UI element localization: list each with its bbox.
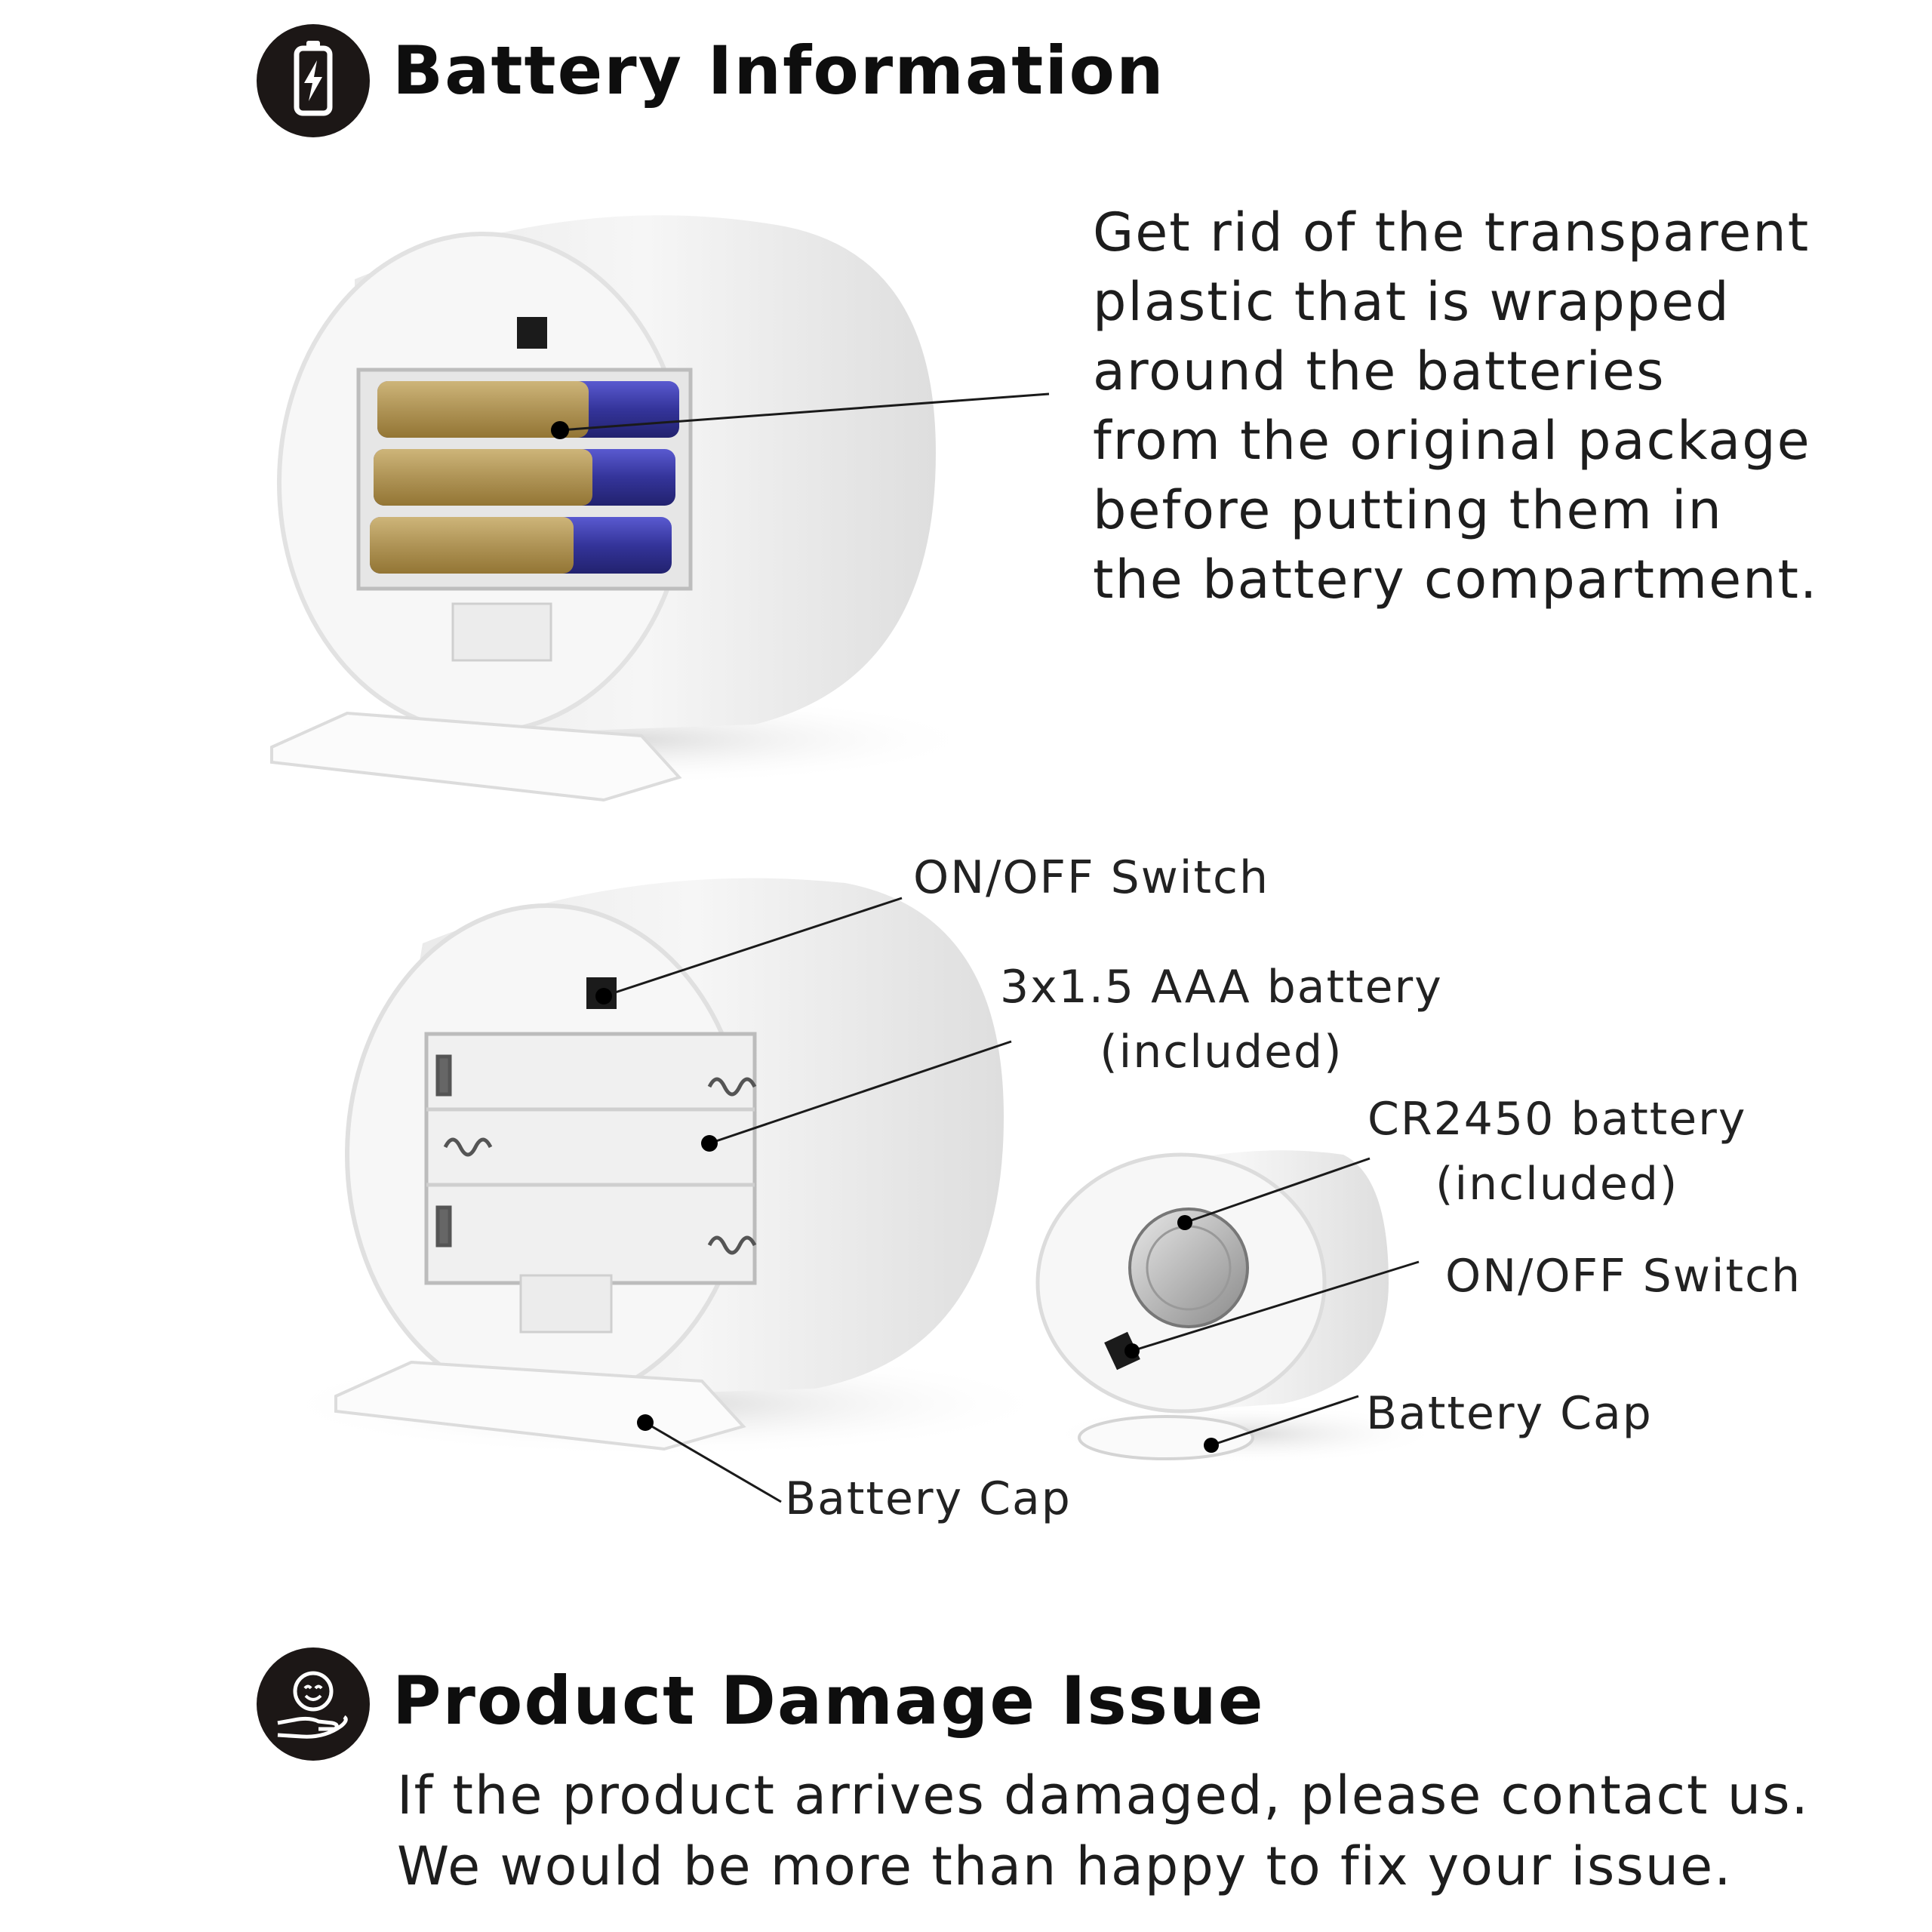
aaa-battery-label: 3x1.5 AAA battery (included): [1000, 955, 1443, 1084]
candle-empty-compartment: [272, 878, 1057, 1503]
instruction-line: plastic that is wrapped: [1093, 271, 1730, 333]
small-cap-label: Battery Cap: [1366, 1381, 1653, 1446]
instruction-line: the battery compartment.: [1093, 549, 1819, 611]
battery-icon-badge: [257, 24, 370, 137]
instruction-line: Get rid of the transparent: [1093, 202, 1810, 263]
battery-springs: [435, 1054, 757, 1255]
damage-line: If the product arrives damaged, please c…: [397, 1764, 1810, 1826]
hand-smile-icon: [277, 1671, 348, 1739]
small-switch-label: ON/OFF Switch: [1445, 1244, 1801, 1309]
large-switch-label: ON/OFF Switch: [913, 845, 1269, 910]
candle-with-batteries: [257, 215, 1050, 802]
cr-battery-label: CR2450 battery (included): [1367, 1087, 1746, 1217]
battery-icon: [294, 41, 333, 116]
small-cap-text: Battery Cap: [1366, 1387, 1653, 1440]
damage-line: We would be more than happy to fix your …: [397, 1835, 1733, 1897]
instruction-line: before putting them in: [1093, 479, 1723, 541]
aaa-battery-included: (included): [1100, 1026, 1343, 1078]
damage-message: If the product arrives damaged, please c…: [397, 1760, 1810, 1902]
aaa-battery-text: 3x1.5 AAA battery: [1000, 961, 1443, 1014]
damage-icon-badge: [257, 1647, 370, 1761]
cr-battery-included: (included): [1435, 1158, 1679, 1211]
large-cap-text: Battery Cap: [785, 1472, 1072, 1525]
large-cap-label: Battery Cap: [785, 1466, 1072, 1531]
battery-section-title: Battery Information: [392, 32, 1165, 109]
aaa-batteries: [370, 381, 679, 574]
large-switch-text: ON/OFF Switch: [913, 851, 1270, 904]
battery-instructions: Get rid of the transparent plastic that …: [1093, 198, 1818, 614]
small-candle-coin-cell: [1035, 1150, 1441, 1464]
cr-battery-text: CR2450 battery: [1367, 1093, 1747, 1146]
small-switch-text: ON/OFF Switch: [1445, 1250, 1802, 1303]
damage-section-title: Product Damage Issue: [392, 1662, 1265, 1740]
instruction-line: from the original package: [1093, 410, 1811, 472]
instruction-line: around the batteries: [1093, 340, 1666, 402]
